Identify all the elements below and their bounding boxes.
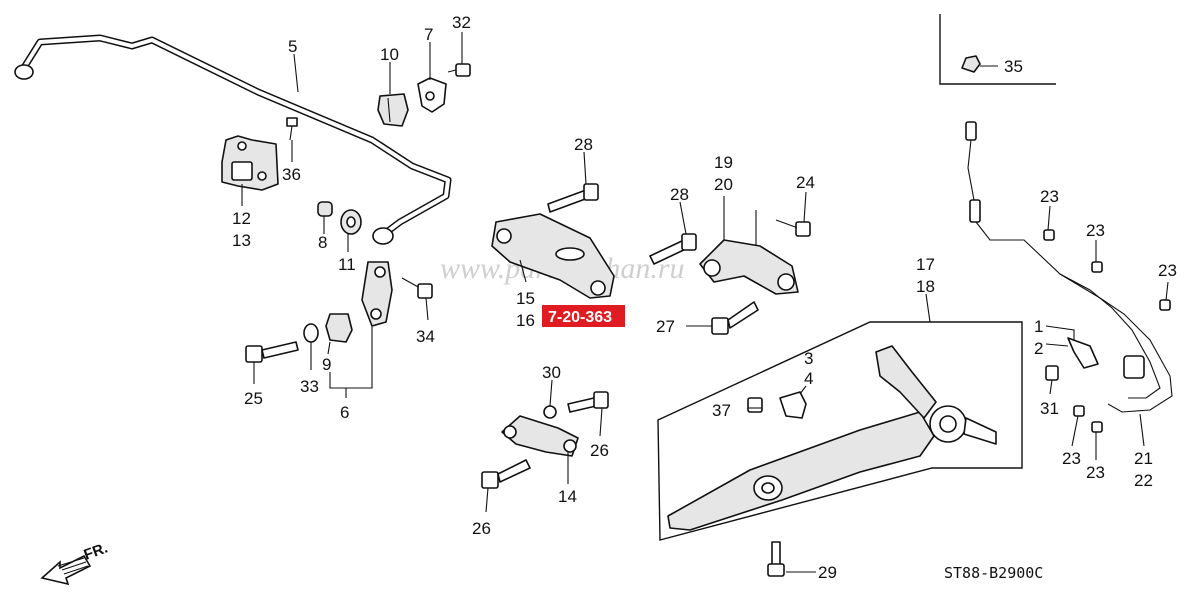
bolt-34[interactable] [401,277,433,299]
callout-10: 10 [380,45,399,64]
callout-36: 36 [282,165,301,184]
callout-12: 12 [232,209,251,228]
bushing-10[interactable] [377,93,409,127]
callout-26b: 26 [472,519,491,538]
stabilizer-bar[interactable] [14,34,452,245]
nut-35[interactable] [961,55,981,73]
abs-sensor-harness[interactable] [965,121,1173,413]
holder-7[interactable] [417,77,447,113]
callout-25: 25 [244,389,263,408]
callout-3: 3 [804,349,813,368]
bolt-28a[interactable] [547,183,599,213]
callout-33: 33 [300,377,319,396]
bushing-11[interactable] [340,209,362,235]
bolt-37[interactable] [747,397,763,413]
callout-6: 6 [340,403,349,422]
leader-lines [241,32,1169,573]
bolt-32[interactable] [447,63,471,77]
front-direction-arrow: FR. [40,540,111,586]
callout-13: 13 [232,231,251,250]
callout-20: 20 [714,175,733,194]
inset-frame [939,14,1056,85]
highlight-code-badge[interactable]: 7-20-363 [542,305,625,327]
callout-15: 15 [516,289,535,308]
trailing-arm[interactable] [667,345,997,531]
callout-23b: 23 [1086,221,1105,240]
bolt-23e[interactable] [1091,421,1103,433]
bushing-9[interactable] [325,313,353,343]
callout-23e: 23 [1086,463,1105,482]
control-arm[interactable] [699,239,799,295]
reference-code: ST88-B2900C [944,564,1043,582]
bolt-25[interactable] [245,341,299,363]
callout-30: 30 [542,363,561,382]
trailing-arm-frame [657,321,1023,541]
callout-18: 18 [916,277,935,296]
washer-30[interactable] [543,405,557,419]
callout-26a: 26 [590,441,609,460]
callout-28b: 28 [670,185,689,204]
callout-9: 9 [322,355,331,374]
callout-5: 5 [288,37,297,56]
collar-8[interactable] [317,201,333,217]
callout-4: 4 [804,369,813,388]
callout-16: 16 [516,311,535,330]
highlight-code-text: 7-20-363 [548,309,612,326]
upper-arm[interactable] [491,213,615,299]
bolt-26a[interactable] [567,391,609,413]
bolt-23a[interactable] [1043,229,1055,241]
bolt-24[interactable] [775,219,811,237]
bolt-28b[interactable] [649,233,697,265]
callout-21: 21 [1134,449,1153,468]
callout-7: 7 [424,25,433,44]
callout-24: 24 [796,173,815,192]
callout-22: 22 [1134,471,1153,490]
bolt-23c[interactable] [1159,299,1171,311]
callout-27: 27 [656,317,675,336]
callout-19: 19 [714,153,733,172]
callout-numbers: 5 10 7 32 35 36 12 13 8 11 34 9 33 25 6 … [232,13,1177,582]
bracket-3-4[interactable] [779,391,807,419]
callout-34: 34 [416,327,435,346]
washer-33[interactable] [303,323,319,343]
bolt-29[interactable] [767,541,785,577]
callout-8: 8 [318,233,327,252]
bolt-23d[interactable] [1073,405,1085,417]
callout-31: 31 [1040,399,1059,418]
bolt-27[interactable] [711,301,759,335]
callout-35: 35 [1004,57,1023,76]
callout-17: 17 [916,255,935,274]
callout-2: 2 [1034,339,1043,358]
callout-29: 29 [818,563,837,582]
callout-23c: 23 [1158,261,1177,280]
callout-14: 14 [558,487,577,506]
callout-23a: 23 [1040,187,1059,206]
bolt-31[interactable] [1045,365,1059,381]
callout-11: 11 [338,255,356,274]
lower-arm[interactable] [501,415,579,457]
stabilizer-link[interactable] [361,261,393,327]
bolt-23b[interactable] [1091,261,1103,273]
bolt-26b[interactable] [481,459,531,489]
front-direction-label: FR. [82,540,111,564]
callout-37: 37 [712,401,731,420]
callout-32: 32 [452,13,471,32]
callout-1: 1 [1034,317,1043,336]
callout-28a: 28 [574,135,593,154]
stabilizer-bracket[interactable] [221,135,279,191]
callout-23d: 23 [1062,449,1081,468]
bolt-36[interactable] [286,117,298,141]
